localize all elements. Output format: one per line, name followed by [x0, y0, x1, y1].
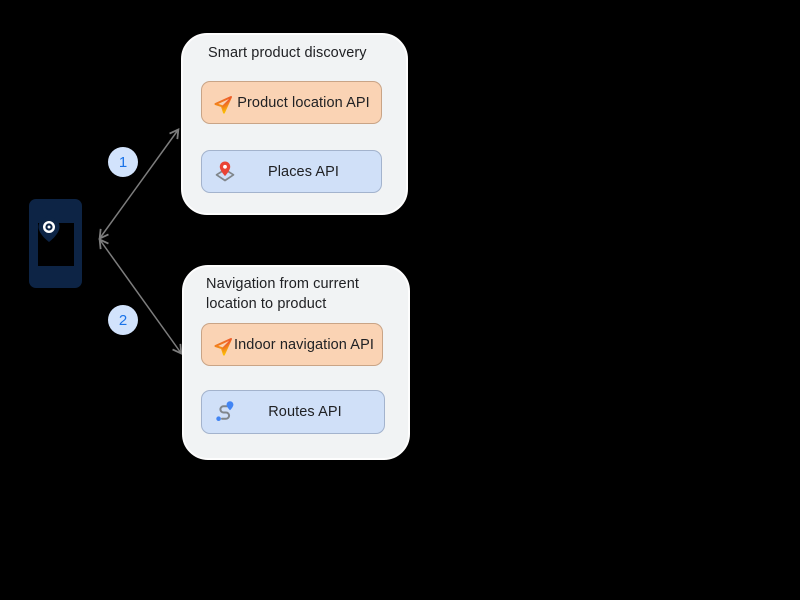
- group-smart-product-discovery: Smart product discovery Product location…: [181, 33, 408, 215]
- places-pin-icon: [213, 160, 237, 184]
- step-2-label: 2: [118, 311, 128, 329]
- chip-indoor-navigation-api: Indoor navigation API: [201, 323, 383, 366]
- chip-label: Product location API: [237, 94, 370, 111]
- routes-icon: [213, 400, 237, 424]
- step-1-badge: 1: [108, 147, 138, 177]
- connector-device-to-navigation: [98, 238, 183, 355]
- group-title: Smart product discovery: [208, 45, 367, 61]
- navigation-arrow-icon: [213, 91, 237, 115]
- chip-routes-api: Routes API: [201, 390, 385, 434]
- group-title: Navigation from current location to prod…: [206, 276, 359, 312]
- connector-device-to-discovery: [98, 128, 180, 240]
- chip-places-api: Places API: [201, 150, 382, 193]
- chip-label: Routes API: [268, 404, 342, 420]
- chip-product-location-api: Product location API: [201, 81, 382, 124]
- navigation-arrow-icon: [213, 333, 237, 357]
- step-1-label: 1: [118, 153, 128, 171]
- step-2-badge: 2: [108, 305, 138, 335]
- chip-label: Places API: [267, 163, 340, 180]
- chip-label: Indoor navigation API: [234, 336, 374, 353]
- smartphone-location-icon: [29, 199, 82, 288]
- group-navigation-to-product: Navigation from current location to prod…: [182, 265, 410, 460]
